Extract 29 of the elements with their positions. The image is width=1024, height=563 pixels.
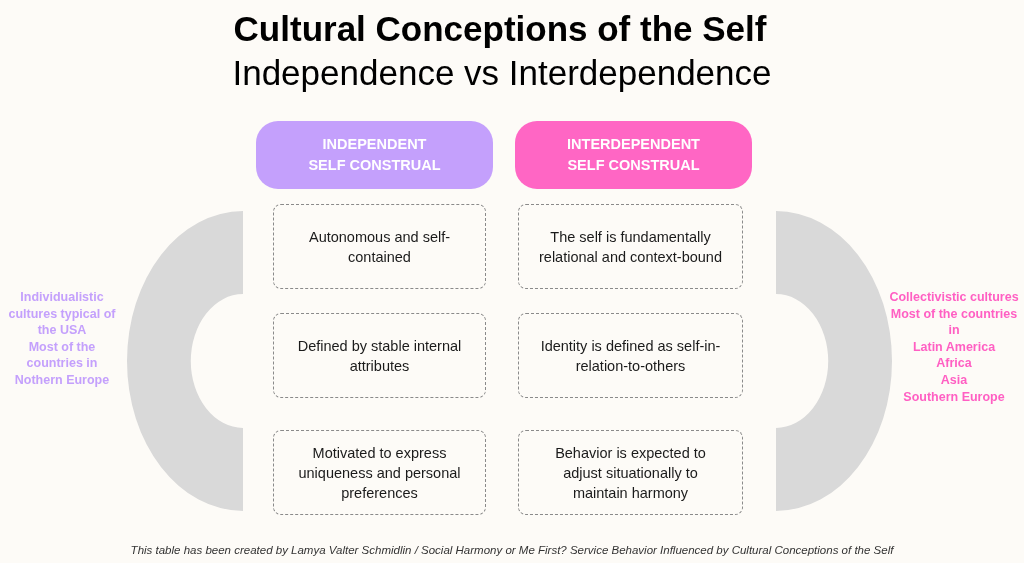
trait-card [518, 204, 743, 289]
trait-text: Motivated to express uniqueness and personal preferences [297, 443, 462, 503]
region-note: Latin America [911, 338, 997, 356]
header-text: INDEPENDENT SELF CONSTRUAL [307, 135, 442, 175]
trait-card [518, 430, 743, 515]
region-note: Most of the countries in [889, 305, 1019, 339]
header-text: INTERDEPENDENT SELF CONSTRUAL [566, 135, 701, 175]
trait-text: Defined by stable internal attributes [296, 336, 463, 376]
trait-text: The self is fundamentally relational and context-bound [538, 227, 723, 267]
region-note: Asia [939, 371, 969, 389]
column-header [515, 121, 752, 189]
trait-text: Autonomous and self-contained [307, 227, 452, 267]
trait-text: Identity is defined as self-in-relation-to-others [539, 336, 722, 376]
caption: This table has been created by Lamya Valter Schmidlin / Social Harmony or Me First? Service Behavior Influenced by Cultural Conceptions of the Self [129, 543, 896, 557]
subtitle: Independence vs Interdependence [231, 52, 773, 94]
trait-card [273, 430, 486, 515]
region-note: Individualistic cultures typical of the USA [7, 289, 117, 339]
trait-text: Behavior is expected to adjust situationally to maintain harmony [554, 443, 707, 503]
region-note: Most of the countries in Nothern Europe [13, 338, 111, 389]
half-ring-bracket [127, 211, 243, 511]
trait-card [518, 313, 743, 398]
region-note: Southern Europe [902, 388, 1006, 406]
column-header [256, 121, 493, 189]
region-note: Africa [935, 355, 973, 372]
trait-card [273, 204, 486, 289]
half-ring-bracket [776, 211, 892, 511]
trait-card [273, 313, 486, 398]
region-note: Collectivistic cultures [888, 289, 1020, 306]
title: Cultural Conceptions of the Self [232, 8, 768, 50]
